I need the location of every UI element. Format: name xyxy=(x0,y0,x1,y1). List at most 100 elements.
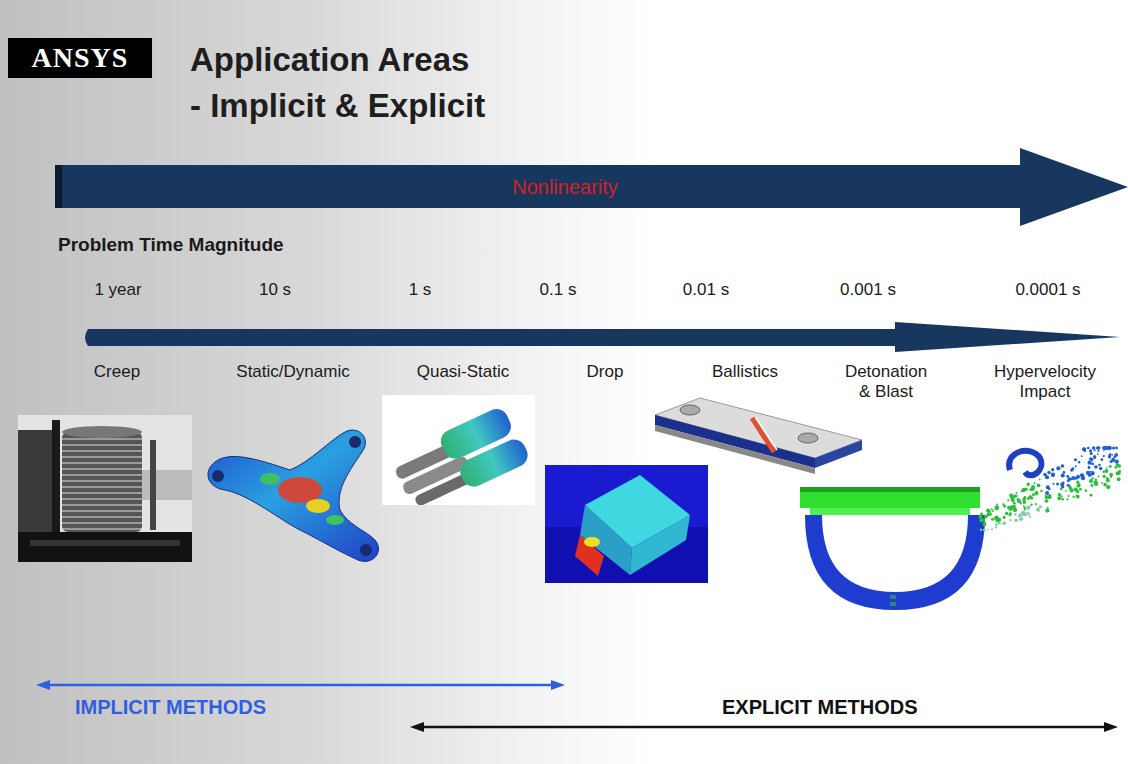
hypervelocity-debris xyxy=(1039,479,1041,481)
suspension-arm xyxy=(208,430,379,561)
hypervelocity-debris xyxy=(1116,471,1120,475)
hypervelocity-debris xyxy=(1046,476,1049,479)
hypervelocity-debris xyxy=(983,528,986,531)
time-value: 1 s xyxy=(409,280,432,300)
hypervelocity-debris xyxy=(1111,454,1113,456)
creep-photo xyxy=(150,440,156,530)
hypervelocity-debris xyxy=(1037,508,1040,511)
creep-photo xyxy=(62,426,142,438)
axis-title: Problem Time Magnitude xyxy=(58,234,284,257)
drop-test xyxy=(545,465,708,583)
blast-model xyxy=(800,487,980,492)
hypervelocity-debris xyxy=(1097,453,1099,455)
suspension-arm xyxy=(278,477,322,503)
hypervelocity-debris xyxy=(1019,518,1022,521)
time-axis-arrow xyxy=(85,322,1120,352)
blast-model xyxy=(890,602,896,606)
creep-photo xyxy=(18,430,52,540)
time-value: 0.01 s xyxy=(683,280,729,300)
slide-subtitle: - Implicit & Explicit xyxy=(190,86,485,126)
suspension-arm xyxy=(326,515,344,525)
hypervelocity-debris xyxy=(1009,519,1011,521)
hypervelocity-debris xyxy=(1016,495,1018,497)
hypervelocity-debris xyxy=(1051,473,1055,477)
suspension-arm xyxy=(260,473,280,485)
hypervelocity-debris xyxy=(1045,491,1049,495)
hypervelocity-debris xyxy=(999,522,1001,524)
hypervelocity-debris xyxy=(1113,455,1116,458)
drop-test xyxy=(545,465,708,583)
logo-box: ANSYS xyxy=(8,38,152,78)
creep-photo xyxy=(142,470,192,500)
hypervelocity-debris xyxy=(1007,499,1009,501)
slide-title: Application Areas xyxy=(190,40,469,80)
hypervelocity-debris xyxy=(1097,446,1100,449)
hypervelocity-debris xyxy=(1101,482,1103,484)
time-value: 0.001 s xyxy=(840,280,896,300)
hypervelocity-debris xyxy=(1013,502,1016,505)
hypervelocity-debris xyxy=(980,528,982,530)
hypervelocity-debris xyxy=(1094,465,1098,469)
hypervelocity-debris xyxy=(1026,505,1030,509)
creep-photo xyxy=(18,532,192,562)
hypervelocity-debris xyxy=(991,518,994,521)
hypervelocity-debris xyxy=(1074,458,1077,461)
implicit-range-arrow xyxy=(551,680,565,690)
hypervelocity-debris xyxy=(1074,487,1078,491)
hypervelocity-debris xyxy=(1009,451,1041,475)
ballistic-plate xyxy=(798,433,818,443)
hypervelocity-debris xyxy=(1115,447,1118,450)
hypervelocity-debris xyxy=(1115,460,1119,464)
blast-model xyxy=(822,515,968,592)
ballistic-plate xyxy=(756,418,777,450)
hypervelocity-debris xyxy=(1107,447,1109,449)
hypervelocity-debris xyxy=(991,528,993,530)
hypervelocity-debris xyxy=(1030,504,1032,506)
hypervelocity-debris xyxy=(1045,499,1048,502)
hypervelocity-debris xyxy=(1070,488,1074,492)
hypervelocity-debris xyxy=(1037,483,1041,487)
hypervelocity-debris xyxy=(1086,471,1090,475)
hypervelocity-debris xyxy=(1097,450,1099,452)
hypervelocity-debris xyxy=(1098,464,1101,467)
hypervelocity-debris xyxy=(1103,475,1106,478)
hypervelocity-debris xyxy=(1072,495,1074,497)
hypervelocity-debris xyxy=(1075,465,1077,467)
application-name: Quasi-Static xyxy=(417,362,510,382)
explicit-range-arrow xyxy=(410,722,1118,732)
time-value: 0.1 s xyxy=(540,280,577,300)
hypervelocity-debris xyxy=(1065,490,1067,492)
hypervelocity-debris xyxy=(981,516,983,518)
hypervelocity-debris xyxy=(1027,511,1029,513)
application-name: Creep xyxy=(94,362,140,382)
hypervelocity-debris xyxy=(1027,483,1030,486)
hypervelocity-debris xyxy=(996,503,998,505)
creep-photo xyxy=(18,415,192,562)
creep-photo xyxy=(30,540,180,546)
hypervelocity-debris xyxy=(1089,457,1093,461)
hypervelocity-debris xyxy=(1003,516,1006,519)
hypervelocity-debris xyxy=(1118,470,1120,472)
hypervelocity-debris xyxy=(1024,488,1027,491)
hypervelocity-debris xyxy=(1009,512,1012,515)
hypervelocity-debris xyxy=(1040,490,1042,492)
hypervelocity-debris xyxy=(1035,503,1037,505)
hypervelocity-debris xyxy=(1010,496,1014,500)
suspension-arm xyxy=(349,436,361,448)
hypervelocity-debris xyxy=(1036,508,1039,511)
hypervelocity-debris xyxy=(1036,494,1038,496)
logo-text: ANSYS xyxy=(32,42,129,74)
hypervelocity-debris xyxy=(1090,471,1094,475)
hypervelocity-debris xyxy=(1022,500,1026,504)
hypervelocity-debris xyxy=(1007,506,1011,510)
creep-photo xyxy=(62,432,142,532)
blast-model xyxy=(800,487,985,610)
hypervelocity-debris xyxy=(1094,482,1098,486)
hypervelocity-debris xyxy=(1112,446,1115,449)
hypervelocity-debris xyxy=(1080,473,1084,477)
hypervelocity-debris xyxy=(1019,517,1023,521)
hypervelocity-debris xyxy=(1080,474,1084,478)
hypervelocity-debris xyxy=(1034,491,1038,495)
